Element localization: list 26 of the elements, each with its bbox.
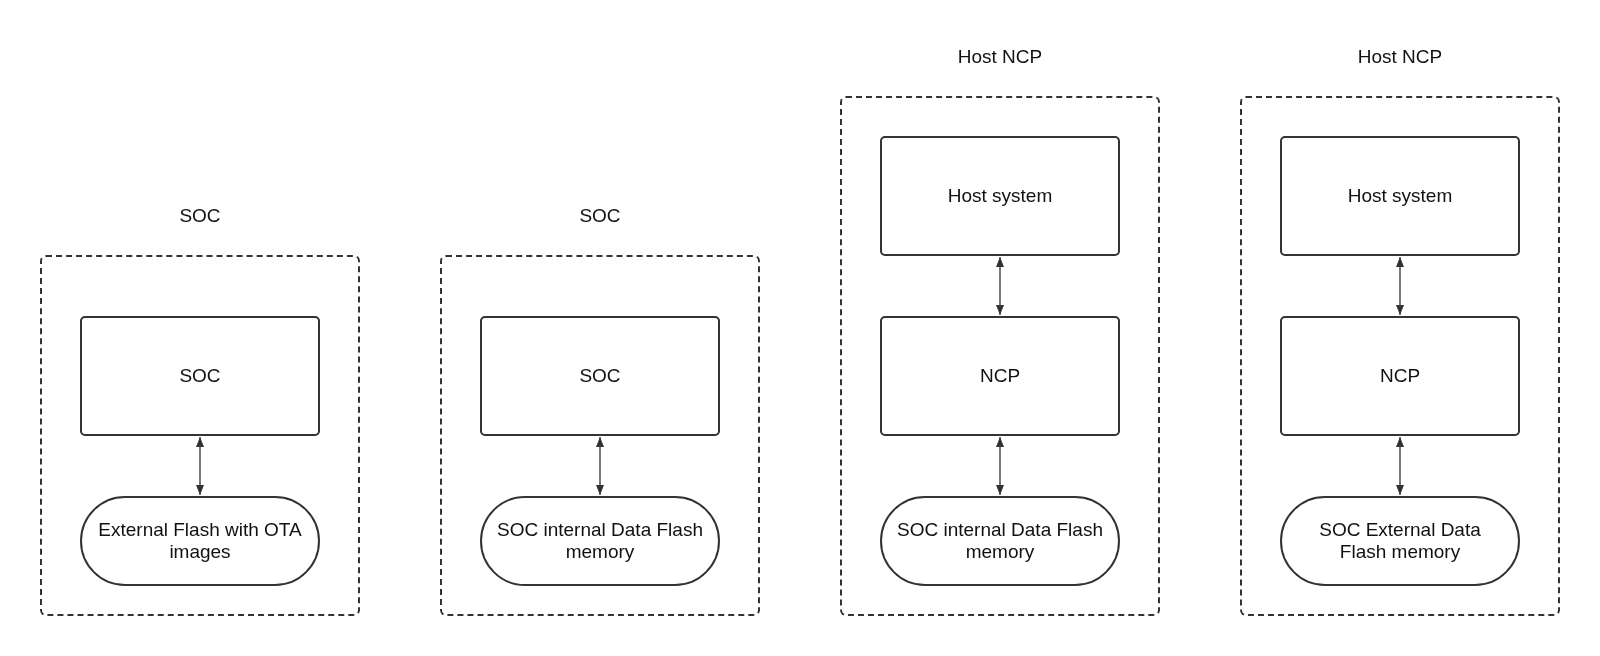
process-box [80,316,320,436]
node-label: SOC External Data Flash memory [1318,519,1482,563]
arrow [1396,436,1404,496]
group-heading: Host NCP [956,46,1044,68]
process-box [880,316,1120,436]
process-box [880,136,1120,256]
node-label: SOC [179,365,221,387]
arrow [996,436,1004,496]
arrow [196,436,204,496]
node-label: SOC internal Data Flash memory [896,519,1104,563]
process-box [480,316,720,436]
group-heading: SOC [178,205,222,227]
group-heading: SOC [578,205,622,227]
group-heading: Host NCP [1356,46,1444,68]
node-label: External Flash with OTA images [97,519,303,563]
node-label: SOC [579,365,621,387]
arrow [996,256,1004,316]
process-box [1280,136,1520,256]
arrow [596,436,604,496]
node-label: Host system [1347,185,1453,207]
node-label: NCP [979,365,1021,387]
node-label: SOC internal Data Flash memory [496,519,704,563]
process-box [1280,316,1520,436]
node-label: Host system [947,185,1053,207]
arrow [1396,256,1404,316]
node-label: NCP [1379,365,1421,387]
